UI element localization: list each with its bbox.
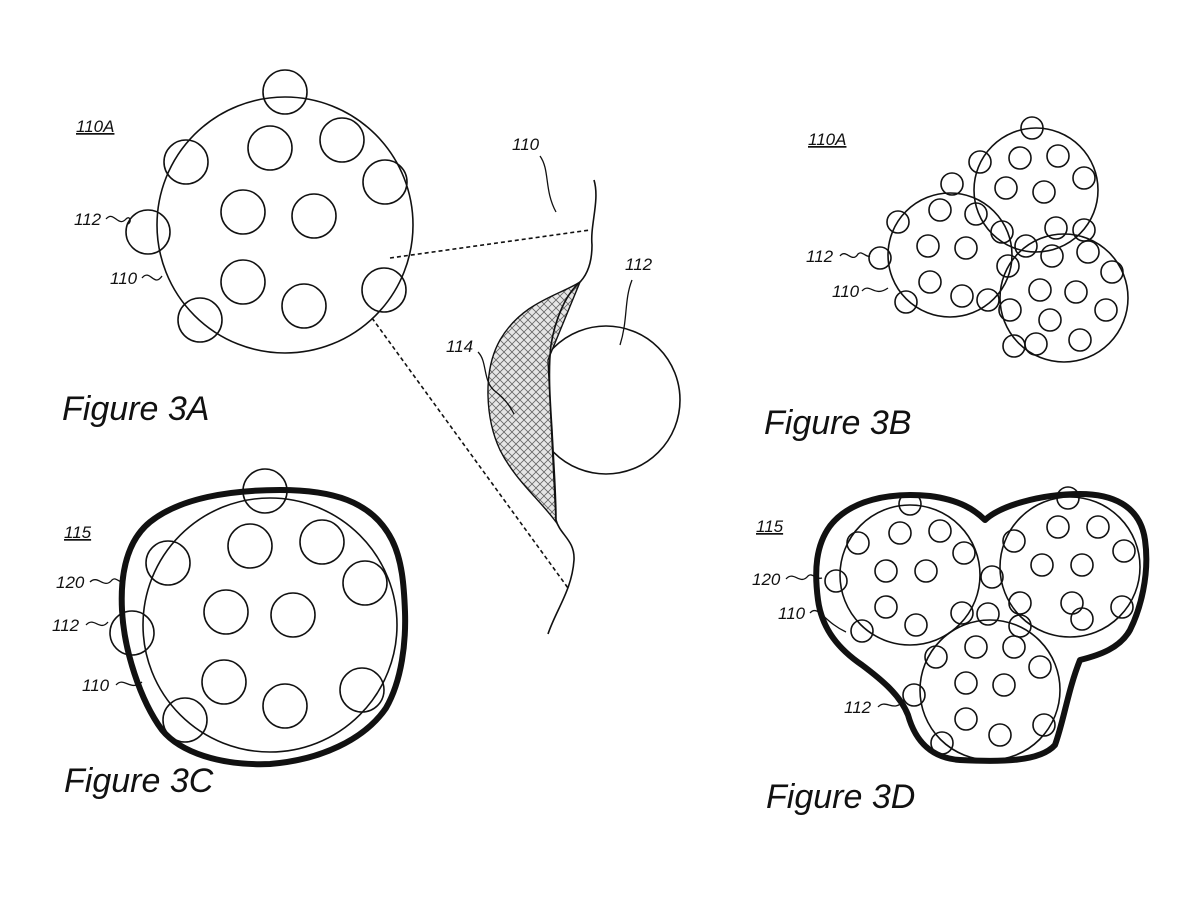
leader-line bbox=[89, 578, 125, 585]
protrusion bbox=[163, 139, 209, 185]
leader-line bbox=[839, 252, 871, 259]
figure-3a: 110A 112 110 Figure 3A bbox=[62, 69, 414, 428]
protrusion bbox=[220, 189, 266, 235]
ref-label-particle: 110A bbox=[76, 117, 114, 136]
leader-line bbox=[85, 621, 109, 627]
leader-line bbox=[141, 274, 163, 281]
coating-layer bbox=[118, 487, 409, 768]
ref-label-core: 110 bbox=[778, 604, 806, 623]
leader-line bbox=[785, 574, 823, 581]
leader-line bbox=[809, 610, 847, 633]
leader-line bbox=[619, 279, 633, 346]
protrusion bbox=[291, 193, 337, 239]
ref-label-surface: 110 bbox=[512, 135, 540, 154]
ref-label-bond: 114 bbox=[446, 337, 473, 356]
protrusion bbox=[362, 159, 408, 205]
protrusions bbox=[125, 69, 408, 343]
ref-label-core: 110 bbox=[832, 282, 860, 301]
agglomerate-particle bbox=[968, 116, 1099, 253]
protrusion bbox=[125, 209, 171, 255]
leader-line bbox=[861, 287, 889, 293]
protrusion bbox=[281, 283, 327, 329]
ref-label-composite: 115 bbox=[64, 523, 92, 542]
ref-label-protrusion: 112 bbox=[52, 616, 80, 635]
leader-line bbox=[877, 699, 905, 708]
zoom-line bbox=[389, 229, 591, 259]
ref-label-coating: 120 bbox=[56, 573, 85, 592]
leader-line bbox=[477, 351, 515, 415]
leader-line bbox=[105, 215, 131, 225]
figure-3d: 115 120 110 112 Figure 3D bbox=[752, 486, 1150, 816]
figure-caption: Figure 3A bbox=[62, 390, 209, 428]
ref-label-protrusion: 112 bbox=[74, 210, 102, 229]
ref-label-protrusion: 112 bbox=[806, 247, 834, 266]
protrusion bbox=[319, 117, 365, 163]
particle-surface bbox=[547, 179, 597, 635]
protrusion bbox=[361, 267, 407, 313]
coating-layer bbox=[813, 491, 1150, 764]
ref-label-coating: 120 bbox=[752, 570, 781, 589]
agglomerate-particle bbox=[868, 172, 1014, 318]
figure-caption: Figure 3D bbox=[766, 778, 915, 816]
ref-label-particle: 110A bbox=[808, 130, 846, 149]
protrusion bbox=[220, 259, 266, 305]
protrusion bbox=[177, 297, 223, 343]
bond-region bbox=[487, 280, 582, 525]
protrusion bbox=[247, 125, 293, 171]
figure-3b: 110A 112 110 Figure 3B bbox=[764, 116, 1129, 442]
agglomerate-particle bbox=[996, 216, 1129, 363]
detail-view: 110 112 114 bbox=[371, 135, 681, 635]
figure-caption: Figure 3C bbox=[64, 762, 214, 800]
ref-label-protrusion: 112 bbox=[844, 698, 872, 717]
figure-caption: Figure 3B bbox=[764, 404, 911, 442]
figure-3c: 115 120 112 110 Figure 3C bbox=[52, 468, 409, 800]
protrusion-detail bbox=[531, 325, 681, 475]
protrusions bbox=[109, 468, 388, 743]
ref-label-core: 110 bbox=[110, 269, 138, 288]
leader-line bbox=[539, 155, 557, 213]
core-particle bbox=[142, 497, 398, 753]
core-particle bbox=[156, 96, 414, 354]
ref-label-composite: 115 bbox=[756, 517, 784, 536]
leader-line bbox=[115, 681, 143, 687]
ref-label-protrusion: 112 bbox=[625, 255, 653, 274]
ref-label-core: 110 bbox=[82, 676, 110, 695]
protrusion bbox=[262, 69, 308, 115]
